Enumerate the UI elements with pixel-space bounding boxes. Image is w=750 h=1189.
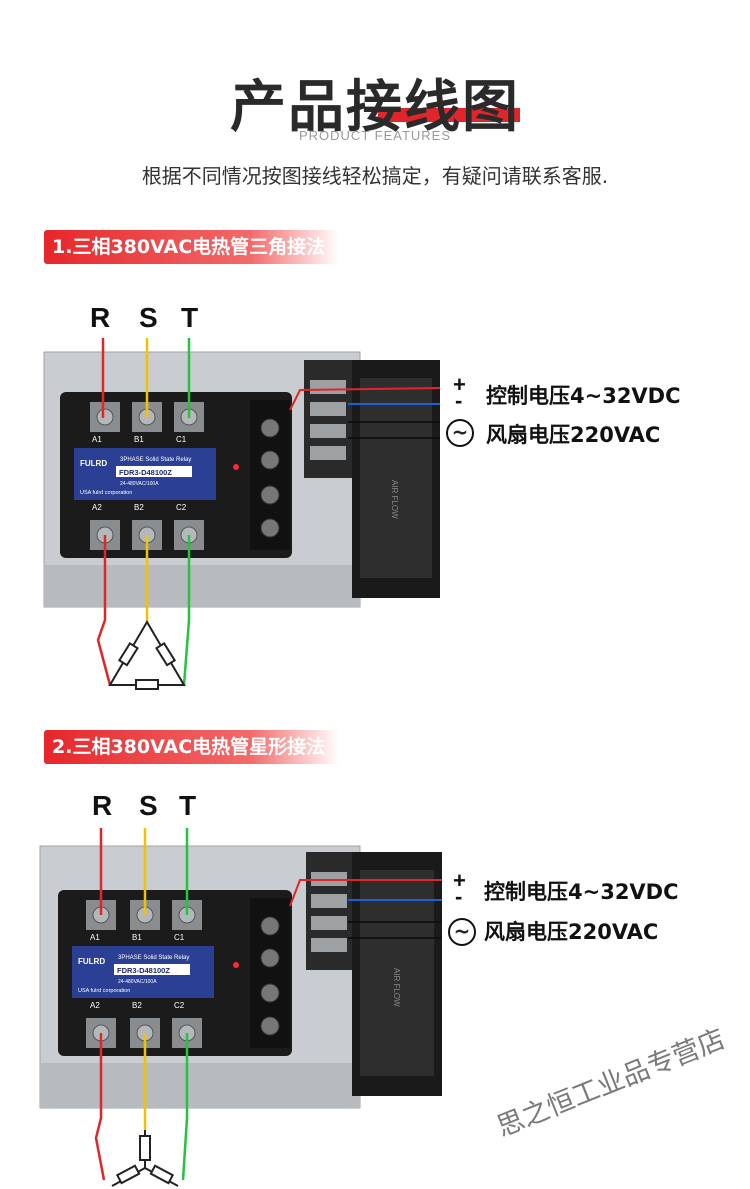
heatsink-fins: [44, 565, 360, 607]
status-led: [233, 962, 239, 968]
model-box: [116, 466, 192, 477]
side-screw: [260, 983, 280, 1003]
page-subtitle: PRODUCT FEATURES: [298, 128, 452, 143]
fan-voltage-label-1: 风扇电压220VAC: [486, 423, 661, 447]
wire-c2: [182, 535, 191, 686]
side-screw: [260, 518, 280, 538]
relay-model: FDR3-D48100Z: [117, 966, 170, 975]
control-terminal-strip: [306, 852, 352, 970]
wire-a2: [96, 535, 112, 686]
side-screw: [260, 948, 280, 968]
relay-model: FDR3-D48100Z: [119, 468, 172, 477]
phase-t-label: T: [179, 790, 197, 821]
fan-label: AIR FLOW: [392, 968, 401, 1007]
relay-type: 3PHASE Solid State Relay: [118, 955, 189, 961]
control-voltage-label-2: 控制电压4~32VDC: [484, 880, 679, 904]
section-2-tag: 2.三相380VAC电热管星形接法: [44, 730, 340, 764]
heater-element: [139, 1135, 151, 1161]
relay-rating: 24-480VAC/100A: [120, 481, 159, 487]
terminal-c1-label: C1: [176, 435, 187, 444]
intro-text: 根据不同情况按图接线轻松搞定，有疑问请联系客服.: [141, 164, 609, 188]
relay-brand: FULRD: [80, 459, 107, 468]
phase-t-label: T: [181, 302, 199, 333]
section-1-wiring-diagram: FULRD 3PHASE Solid State Relay FDR3-D481…: [43, 338, 441, 690]
relay-brand: FULRD: [78, 957, 105, 966]
terminal-b1-label: B1: [132, 933, 142, 942]
terminal-b2-label: B2: [132, 1001, 142, 1010]
terminal-c2-label: C2: [174, 1001, 185, 1010]
relay-company: USA fulrd corporation: [78, 988, 130, 994]
heater-element: [135, 679, 159, 690]
heater-element: [155, 642, 177, 667]
positive-symbol-2: +: [453, 868, 466, 893]
heatsink-fins: [40, 1063, 360, 1108]
fan-voltage-label-2: 风扇电压220VAC: [484, 920, 659, 944]
side-screw: [260, 485, 280, 505]
terminal-b1-label: B1: [134, 435, 144, 444]
phase-r-label: R: [90, 302, 111, 333]
terminal-b2-label: B2: [134, 503, 144, 512]
terminal-a1-label: A1: [92, 435, 102, 444]
phase-r-label: R: [92, 790, 113, 821]
heater-element: [117, 642, 139, 667]
status-led: [233, 464, 239, 470]
page-title: 产品接线图: [230, 75, 520, 140]
side-screw: [260, 916, 280, 936]
ac-symbol-icon: ~: [448, 918, 476, 946]
relay-type: 3PHASE Solid State Relay: [120, 457, 191, 463]
terminal-a2-label: A2: [92, 503, 102, 512]
side-screw: [260, 450, 280, 470]
heater-element: [149, 1164, 175, 1185]
terminal-a1-label: A1: [90, 933, 100, 942]
terminal-c2-label: C2: [176, 503, 187, 512]
negative-symbol-2: -: [455, 884, 463, 909]
terminal-c1-label: C1: [174, 933, 185, 942]
delta-load: [108, 620, 186, 686]
fan-label: AIR FLOW: [390, 480, 399, 519]
phase-s-label: S: [139, 790, 158, 821]
title-underline-bar: [378, 108, 520, 122]
side-screw: [260, 418, 280, 438]
ac-symbol-icon: ~: [446, 419, 474, 447]
relay-rating: 24-480VAC/100A: [118, 979, 157, 985]
section-2-wiring-diagram: FULRD 3PHASE Solid State Relay FDR3-D481…: [39, 828, 442, 1187]
control-voltage-label-1: 控制电压4~32VDC: [486, 384, 681, 408]
terminal-a2-label: A2: [90, 1001, 100, 1010]
positive-symbol-1: +: [453, 372, 466, 397]
wire-control-positive: [289, 879, 442, 907]
heater-element: [115, 1164, 141, 1185]
wire-a2: [94, 1033, 106, 1181]
phase-s-label: S: [139, 302, 158, 333]
negative-symbol-1: -: [455, 388, 463, 413]
section-1-tag: 1.三相380VAC电热管三角接法: [44, 230, 340, 264]
wire-c2: [181, 1033, 189, 1181]
wire-control-positive: [289, 387, 441, 411]
model-box: [114, 964, 190, 975]
side-screw: [260, 1016, 280, 1036]
control-terminal-strip: [304, 360, 352, 478]
relay-company: USA fulrd corporation: [80, 490, 132, 496]
